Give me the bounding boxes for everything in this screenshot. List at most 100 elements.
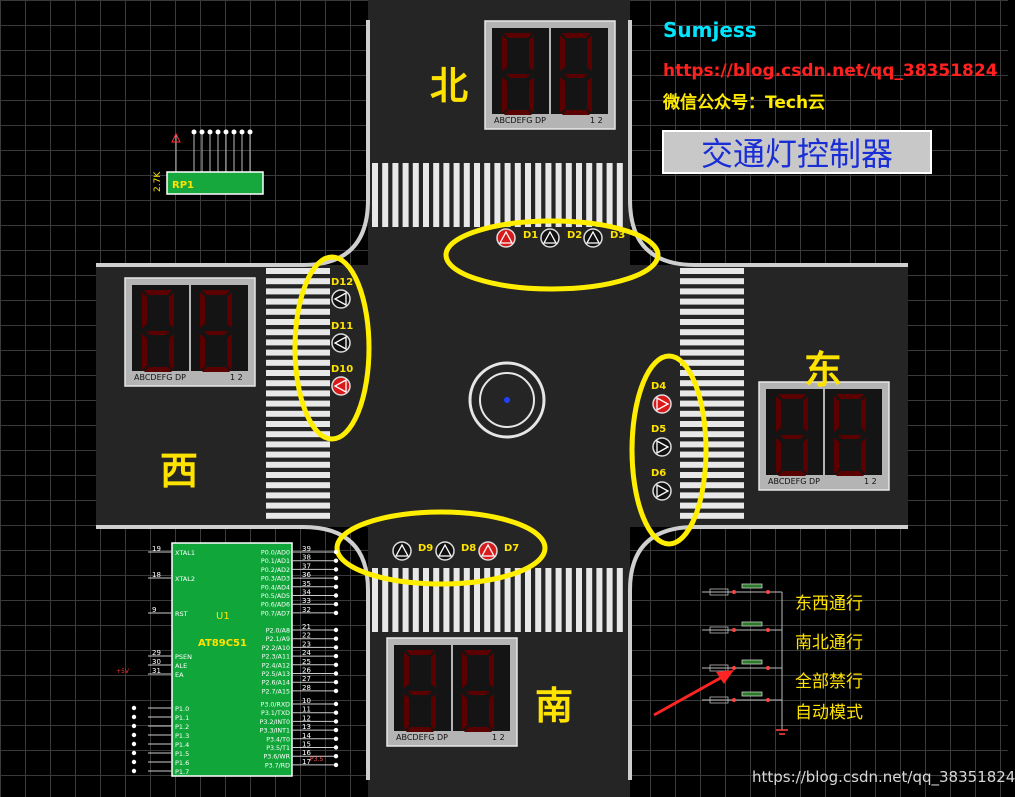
mcu-right-pin-number: 35 (302, 580, 311, 588)
led-d3: D3 (583, 228, 625, 248)
mcu-right-pin: P0.4/AD4 (261, 584, 290, 591)
highlight-north-leds (443, 218, 661, 292)
led-label: D9 (418, 543, 433, 554)
mcu-left-pin: XTAL2 (175, 575, 195, 583)
mcu-left-pin: P1.0 (175, 705, 189, 713)
resistor-pack-rp1: RP1 2.7K (153, 129, 264, 195)
mcu-right-pin: P2.2/A10 (262, 645, 290, 652)
highlight-east-leds (629, 353, 709, 547)
segment-pin-label: ABCDEFG DP (396, 733, 448, 742)
page-title: 交通灯控制器 (662, 130, 932, 174)
led-label: D10 (331, 364, 353, 375)
mcu-right-pin: P2.0/A8 (266, 628, 290, 635)
led-label: D8 (461, 543, 476, 554)
mcu-left-pin: P1.5 (175, 750, 189, 758)
digit-pin-label: 1 2 (230, 373, 243, 382)
digit-pin-label: 1 2 (590, 116, 603, 125)
button-label-all-stop[interactable]: 全部禁行 (795, 672, 863, 692)
direction-west-label: 西 (160, 449, 199, 493)
mcu-right-pin-number: 11 (302, 706, 311, 714)
mcu-right-pin-number: 27 (302, 675, 311, 683)
seven-segment-display-west: ABCDEFG DP 1 2 (124, 277, 256, 387)
mcu-part: AT89C51 (198, 638, 247, 649)
mcu-right-pin-number: 12 (302, 714, 311, 722)
mcu-right-pin: P3.5/T1 (266, 745, 290, 752)
roundabout (468, 361, 546, 439)
direction-north-label: 北 (430, 64, 469, 108)
mcu-right-pin-number: 13 (302, 723, 311, 731)
mcu-right-pin-number: 39 (302, 545, 311, 553)
mcu-ref: U1 (216, 611, 230, 622)
mcu-right-pin-number: 28 (302, 684, 311, 692)
mcu-at89c51: XTAL119XTAL218RST9PSEN29ALE30EA31P1.0P1.… (116, 542, 339, 777)
led-d10: D10 (331, 364, 353, 396)
mcu-right-pin-number: 22 (302, 632, 311, 640)
mcu-right-pin: P3.6/WR (263, 754, 290, 761)
mcu-right-pin: P3.1/TXD (261, 710, 290, 717)
segment-pin-label: ABCDEFG DP (134, 373, 186, 382)
push-button-2[interactable] (702, 621, 782, 634)
mcu-right-pin: P2.4/A12 (262, 662, 290, 669)
led-label: D5 (651, 424, 666, 435)
rp1-name: RP1 (172, 180, 194, 191)
highlight-ellipses (292, 218, 709, 587)
led-d5: D5 (651, 424, 672, 457)
watermark: https://blog.csdn.net/qq_38351824 (752, 768, 1015, 786)
mcu-right-pin-number: 10 (302, 697, 311, 705)
port-label: P3.5 (310, 756, 323, 763)
led-label: D2 (567, 230, 582, 241)
crosswalk-south (372, 568, 623, 632)
mcu-right-pin: P0.3/AD3 (261, 576, 290, 583)
led-d4: D4 (651, 381, 672, 414)
mcu-right-pin-number: 33 (302, 597, 311, 605)
mcu-left-pin: XTAL1 (175, 549, 195, 557)
led-label: D11 (331, 321, 353, 332)
crosswalk-east (680, 268, 744, 519)
mcu-right-pin-number: 36 (302, 571, 311, 579)
button-label-east-west[interactable]: 东西通行 (795, 594, 863, 614)
mcu-left-pin: P1.4 (175, 741, 189, 749)
highlight-west-leds (292, 254, 372, 442)
mcu-right-pin-number: 34 (302, 589, 311, 597)
mcu-left-pin-number: 9 (152, 606, 156, 614)
mcu-right-pin-number: 15 (302, 741, 311, 749)
mcu-left-pin-number: 19 (152, 545, 161, 553)
mcu-right-pin: P3.0/RXD (261, 702, 291, 709)
button-label-auto-mode[interactable]: 自动模式 (795, 703, 863, 723)
direction-south-label: 南 (535, 684, 574, 728)
mcu-right-pin-number: 24 (302, 649, 311, 657)
mcu-right-pin-number: 37 (302, 562, 311, 570)
led-d1: D1 (496, 228, 538, 248)
mcu-right-pin-number: 32 (302, 606, 311, 614)
digit-pin-label: 1 2 (864, 477, 877, 486)
segment-pin-label: ABCDEFG DP (768, 477, 820, 486)
led-d11: D11 (331, 321, 353, 353)
wechat-account: 微信公众号：Tech云 (663, 93, 826, 113)
mcu-right-pin: P0.2/AD2 (261, 567, 290, 574)
mcu-right-pin-number: 26 (302, 667, 311, 675)
push-button-3[interactable] (702, 659, 782, 672)
mcu-left-pin-number: 30 (152, 658, 161, 666)
blog-link[interactable]: https://blog.csdn.net/qq_38351824 (663, 61, 998, 81)
led-d7: D7 (478, 541, 519, 561)
mcu-left-pin-number: 18 (152, 571, 161, 579)
push-button-4[interactable] (702, 691, 782, 704)
highlight-south-leds (334, 509, 548, 587)
led-label: D6 (651, 468, 666, 479)
seven-segment-display-east: ABCDEFG DP 1 2 (758, 381, 890, 491)
segment-pin-label: ABCDEFG DP (494, 116, 546, 125)
mcu-left-pin: P1.1 (175, 714, 189, 722)
mcu-right-pin: P0.1/AD1 (261, 558, 290, 565)
led-label: D3 (610, 230, 625, 241)
push-button-1[interactable] (702, 583, 782, 596)
rp1-value: 2.7K (153, 171, 163, 192)
led-label: D4 (651, 381, 666, 392)
mcu-left-pin: P1.3 (175, 732, 189, 740)
button-label-north-south[interactable]: 南北通行 (795, 633, 863, 653)
mcu-left-pin-number: 31 (152, 667, 161, 675)
button-switches (702, 583, 788, 735)
mcu-left-pin: P1.6 (175, 759, 189, 767)
